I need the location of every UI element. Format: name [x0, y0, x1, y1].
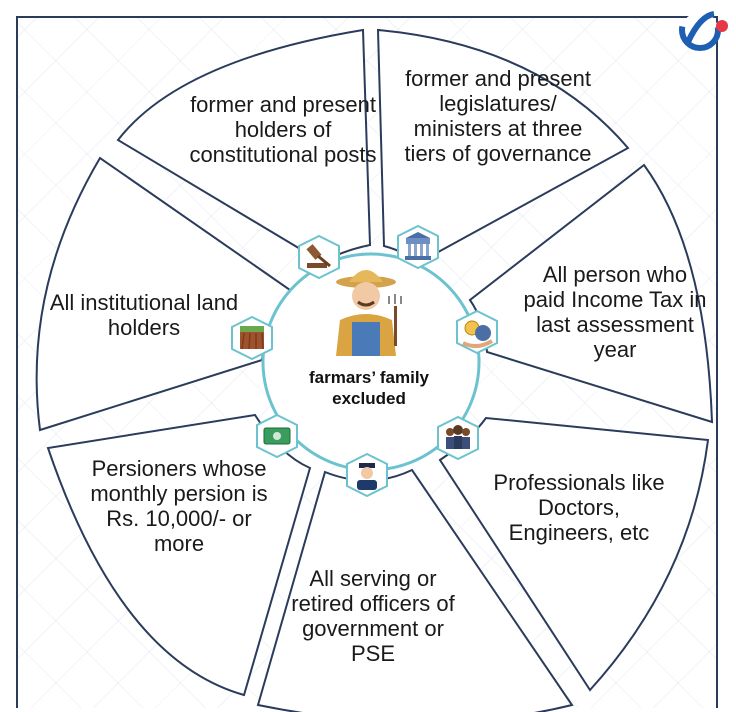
banknote-icon — [263, 427, 291, 445]
government-building-icon — [405, 232, 431, 260]
tax-money-icon — [462, 320, 494, 348]
segment-text-income-tax: All person who paid Income Tax in last a… — [523, 262, 707, 362]
farmer-icon — [336, 270, 402, 356]
segment-text-institutional-land: All institutional land holders — [49, 290, 239, 340]
police-officer-icon — [357, 463, 377, 490]
segment-constitutional-posts — [116, 28, 372, 264]
gavel-icon — [306, 244, 331, 268]
segment-text-constitutional-posts: former and present holders of constituti… — [189, 92, 377, 167]
professionals-group-icon — [446, 425, 470, 449]
segment-text-pensioners: Persioners whose monthly persion is Rs. … — [90, 456, 268, 556]
center-label: farmars’ family excluded — [308, 368, 429, 408]
segment-text-government-officers: All serving or retired officers of gover… — [291, 566, 455, 666]
brand-logo-icon — [679, 9, 728, 51]
segment-text-legislators-ministers: former and present legislatures/ ministe… — [404, 66, 592, 166]
segment-text-professionals: Professionals like Doctors, Engineers, e… — [493, 470, 665, 545]
farmland-icon — [240, 326, 264, 350]
